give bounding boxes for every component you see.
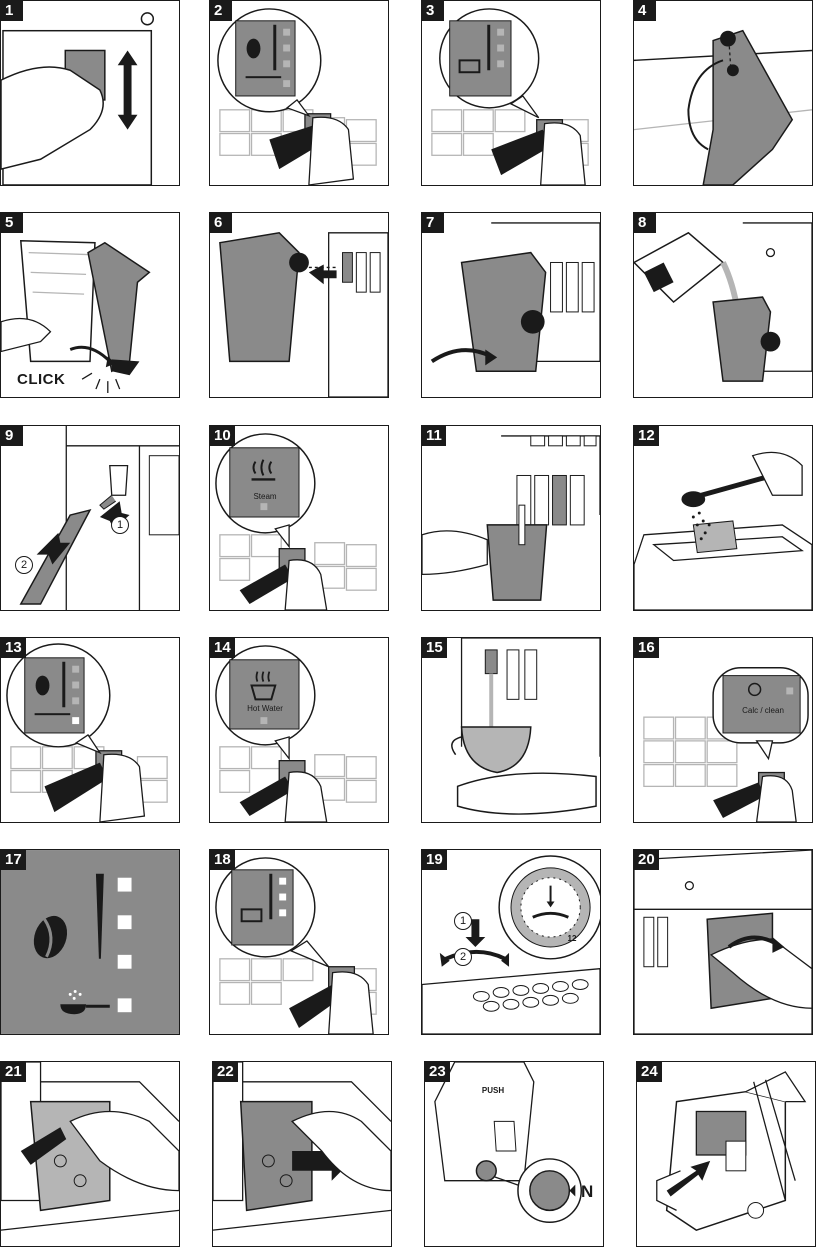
step-number: 7: [422, 213, 444, 233]
illustration-cup-under-spout: [451, 638, 600, 815]
step-number: 14: [210, 638, 235, 658]
illustration-press-calc-clean-button: [643, 666, 809, 822]
step-number: 22: [213, 1062, 238, 1082]
illustration-remove-spout: [1, 12, 155, 185]
illustration-press-coffee-button: [217, 8, 377, 185]
calc-clean-label: Calc / clean: [742, 706, 784, 715]
step-panel-13: 13: [0, 637, 180, 823]
step-panel-7: 7: [421, 212, 601, 398]
step-panel-11: 11: [421, 425, 601, 611]
steam-label: Steam: [253, 492, 277, 501]
illustration-carafe-attached: [430, 222, 600, 372]
illustration-insert-nozzle: [19, 426, 179, 610]
step-panel-18: 18: [209, 849, 389, 1035]
push-label: PUSH: [481, 1086, 505, 1095]
illustration-press-coffee-button: [6, 643, 168, 822]
step-panel-9: 9 1 2: [0, 425, 180, 611]
illustration-pour-milk: [634, 222, 812, 382]
step-panel-17: 17: [0, 849, 180, 1035]
illustration-press-strength-button: [215, 857, 377, 1034]
hot-water-label: Hot Water: [247, 704, 283, 713]
step-number: 5: [1, 213, 23, 233]
illustration-attach-carafe: [219, 232, 388, 397]
illustration-press-brew-group: [1, 1062, 179, 1231]
step-panel-21: 21: [0, 1061, 180, 1247]
step-number: 3: [422, 1, 444, 21]
step-panel-10: 10 Steam: [209, 425, 389, 611]
step-panel-3: 3: [421, 0, 601, 186]
step-panel-19: 19 1 2 12: [421, 849, 601, 1035]
click-label: CLICK: [17, 371, 66, 388]
step-number: 20: [634, 850, 659, 870]
step-number: 2: [210, 1, 232, 21]
illustration-brew-group-unit: [656, 1071, 807, 1231]
step-number: 10: [210, 426, 235, 446]
step-number: 15: [422, 638, 447, 658]
step-number: 16: [634, 638, 659, 658]
step-panel-14: 14 Hot Water: [209, 637, 389, 823]
step-number: 17: [1, 850, 26, 870]
step-panel-22: 22: [212, 1061, 392, 1247]
illustration-grinder-dial: [422, 855, 600, 1034]
illustration-press-hot-water-button: [215, 645, 377, 822]
illustration-press-strength-button: [431, 8, 589, 185]
illustration-tube-attach: [634, 29, 812, 185]
illustration-display-coffee-panel: [1, 850, 179, 1034]
step-panel-23: 23 PUSH N: [424, 1061, 604, 1247]
illustration-brew-group-button: [434, 1062, 582, 1223]
step-number: 9: [1, 426, 23, 446]
step-panel-8: 8: [633, 212, 813, 398]
step-number: 4: [634, 1, 656, 21]
step-panel-6: 6: [209, 212, 389, 398]
step-number: 12: [634, 426, 659, 446]
step-number: 11: [422, 426, 446, 446]
step-panel-16: 16 Calc / clean: [633, 637, 813, 823]
n-mark-label: N: [581, 1182, 594, 1201]
step-number: 1: [1, 1, 23, 21]
illustration-pull-brew-group: [213, 1062, 391, 1231]
step-panel-2: 2: [209, 0, 389, 186]
step-number: 18: [210, 850, 235, 870]
dial-label: 12: [567, 934, 577, 943]
step-panel-15: 15: [421, 637, 601, 823]
step-number: 8: [634, 213, 656, 233]
illustration-steam-milk-jug: [422, 435, 600, 601]
step-panel-20: 20: [633, 849, 813, 1035]
step-number: 24: [637, 1062, 662, 1082]
illustration-add-ground-coffee: [634, 451, 812, 610]
step-panel-24: 24: [636, 1061, 816, 1247]
circle-number-1: 1: [454, 912, 472, 930]
step-panel-4: 4: [633, 0, 813, 186]
illustration-press-steam-button: [215, 433, 377, 610]
step-panel-5: 5 CLICK: [0, 212, 180, 398]
step-panel-12: 12: [633, 425, 813, 611]
step-number: 19: [422, 850, 447, 870]
step-number: 13: [1, 638, 26, 658]
step-number: 6: [210, 213, 232, 233]
illustration-open-service-door: [634, 850, 812, 1034]
circle-number-1: 1: [111, 516, 129, 534]
step-number: 23: [425, 1062, 450, 1082]
step-number: 21: [1, 1062, 26, 1082]
step-panel-1: 1: [0, 0, 180, 186]
illustration-click-lid: [1, 239, 151, 394]
circle-number-2: 2: [15, 556, 33, 574]
circle-number-2: 2: [454, 948, 472, 966]
